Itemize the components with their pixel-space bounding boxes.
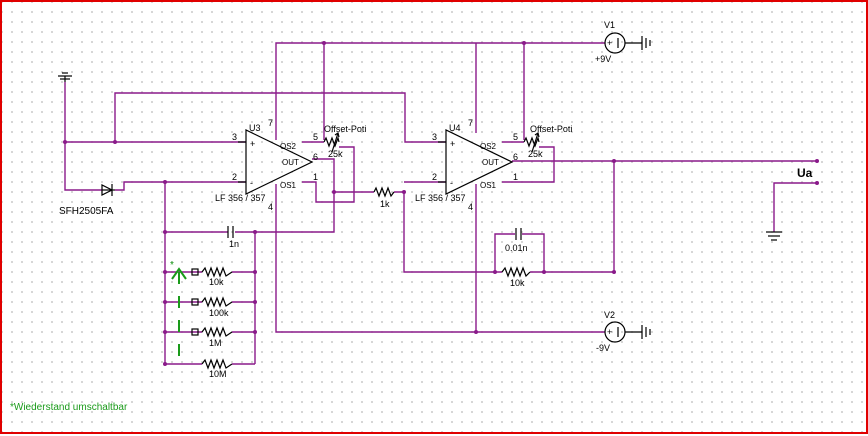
switch-mark: *	[170, 260, 174, 271]
ground-symbol-output	[766, 231, 782, 241]
output-label-ua: Ua	[797, 166, 813, 180]
voltage-source-v2: + V2 -9V	[596, 310, 651, 353]
opamp-u3: + - OS2 OUT OS1 U3 3 2 5 6 1 7 4 LF 356 …	[215, 118, 318, 212]
footnote-text: *Wiederstand umschaltbar	[10, 402, 128, 413]
offset-poti-u4: Offset-Poti 25k	[523, 124, 572, 159]
u3-os1-label: OS1	[280, 181, 297, 190]
u3-part: LF 356 / 357	[215, 193, 266, 203]
switch-resistor-10k: 10k	[191, 266, 233, 287]
u3-minus-sign: -	[250, 178, 253, 188]
u4-part: LF 356 / 357	[415, 193, 466, 203]
switch-resistor-1m: 1M	[191, 326, 233, 348]
u4-ref: U4	[449, 123, 461, 133]
poti-u3-label: Offset-Poti	[324, 124, 366, 134]
u4-pin1: 1	[513, 172, 518, 182]
u3-pin1: 1	[313, 172, 318, 182]
u4-pin4: 4	[468, 202, 473, 212]
u4-os2-label: OS2	[480, 142, 497, 151]
u4-minus-sign: -	[450, 178, 453, 188]
sw-r3-value: 1M	[209, 338, 222, 348]
u4-pin5: 5	[513, 132, 518, 142]
switch-resistor-100k: 100k	[191, 296, 233, 318]
switch-indicator: *	[170, 260, 187, 357]
poti-u4-label: Offset-Poti	[530, 124, 572, 134]
wires	[64, 42, 817, 365]
u4-pin3: 3	[432, 132, 437, 142]
u3-pin3: 3	[232, 132, 237, 142]
u3-out-label: OUT	[282, 158, 299, 167]
u4-pin2: 2	[432, 172, 437, 182]
capacitor-1n: 1n	[227, 226, 239, 249]
v2-value: -9V	[596, 343, 610, 353]
rfb-value: 10k	[510, 278, 525, 288]
u3-pin4: 4	[268, 202, 273, 212]
offset-poti-u3: Offset-Poti 25k	[323, 124, 366, 159]
u3-os2-label: OS2	[280, 142, 297, 151]
u4-pin6: 6	[513, 152, 518, 162]
v1-plus: +	[607, 38, 612, 48]
sw-r4-value: 10M	[209, 369, 227, 379]
switch-arrow-icon	[171, 267, 187, 280]
v2-ref: V2	[604, 310, 615, 320]
u4-os1-label: OS1	[480, 181, 497, 190]
cap2-value: 0.01n	[505, 243, 528, 253]
u3-ref: U3	[249, 123, 261, 133]
poti-u3-value: 25k	[328, 149, 343, 159]
r1k-value: 1k	[380, 199, 390, 209]
u3-plus-sign: +	[250, 139, 255, 149]
ground-symbol-left	[58, 72, 72, 82]
u3-pin7: 7	[268, 118, 273, 128]
switch-resistor-10m: 10M	[201, 358, 233, 379]
poti-u4-value: 25k	[528, 149, 543, 159]
v1-value: +9V	[595, 54, 611, 64]
v1-ref: V1	[604, 20, 615, 30]
u3-pin2: 2	[232, 172, 237, 182]
capacitor-0.01n: 0.01n	[505, 228, 528, 253]
resistor-1k: 1k	[373, 186, 395, 209]
v2-plus: +	[607, 327, 612, 337]
voltage-source-v1: + V1 +9V	[595, 20, 651, 64]
u4-plus-sign: +	[450, 139, 455, 149]
photodiode-label: SFH2505FA	[59, 206, 114, 217]
cap1-value: 1n	[229, 239, 239, 249]
u4-pin7: 7	[468, 118, 473, 128]
resistor-10k-feedback: 10k	[501, 266, 531, 288]
u3-pin6: 6	[313, 152, 318, 162]
sw-r2-value: 100k	[209, 308, 229, 318]
sw-r1-value: 10k	[209, 277, 224, 287]
opamp-u4: + - OS2 OUT OS1 U4 3 2 5 6 1 7 4 LF 356 …	[415, 118, 518, 212]
junctions	[63, 41, 819, 366]
opamp-u4-triangle	[445, 129, 514, 195]
u3-pin5: 5	[313, 132, 318, 142]
opamp-u3-triangle	[245, 129, 314, 195]
photodiode: SFH2505FA	[59, 184, 115, 217]
u4-out-label: OUT	[482, 158, 499, 167]
